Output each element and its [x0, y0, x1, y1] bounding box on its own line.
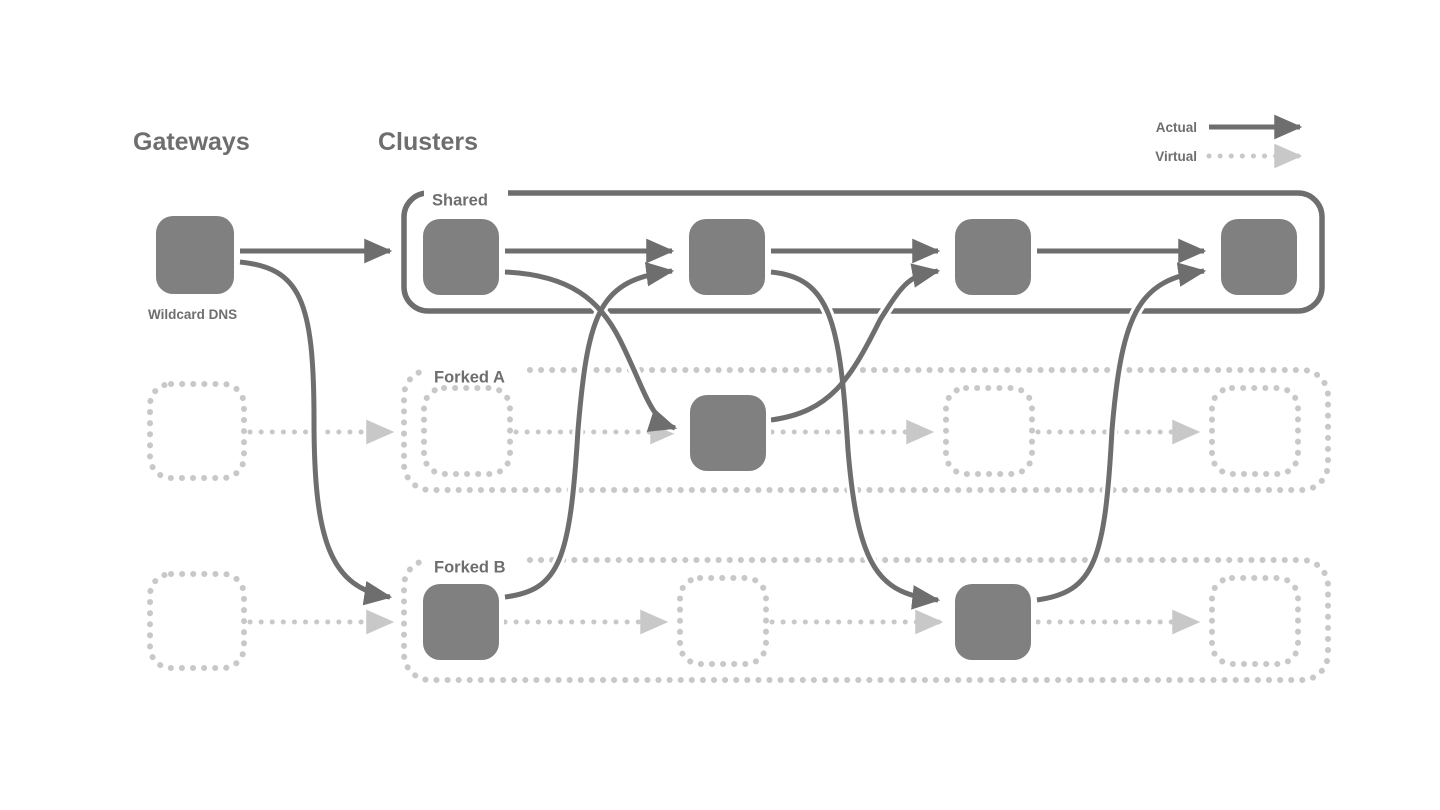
shared-node-4[interactable]: [1221, 219, 1297, 295]
shared-node-3[interactable]: [955, 219, 1031, 295]
edge-forkedA2-to-shared3-halo: [765, 265, 944, 426]
forked-a-label-gap: [426, 359, 522, 381]
forked-a-frame-halo: [398, 364, 1334, 496]
heading-clusters: Clusters: [378, 128, 478, 156]
forked-a-node-1[interactable]: [421, 385, 513, 477]
forked-a-frame: [401, 367, 1331, 493]
edge-shared2-to-forkedB3-halo: [765, 266, 944, 606]
shared-node-1[interactable]: [423, 219, 499, 295]
edge-forkedB1-to-shared2: [504, 261, 675, 600]
forked-a-node-3[interactable]: [943, 385, 1035, 477]
node-layer: [147, 211, 1302, 671]
cluster-frame-layer: [398, 182, 1334, 686]
edge-shared2-to-forkedB3: [770, 269, 941, 610]
shared-node-2[interactable]: [689, 219, 765, 295]
heading-gateways: Gateways: [133, 128, 250, 156]
gateway-virtual-a[interactable]: [147, 381, 247, 481]
cluster-label-forked-a: Forked A: [434, 368, 505, 386]
forked-a-node-4[interactable]: [1209, 385, 1301, 477]
shared-frame: [401, 190, 1325, 314]
legend-label-virtual: Virtual: [1155, 149, 1197, 164]
forked-b-label-gap: [426, 549, 522, 571]
shared-label-gap: [424, 182, 508, 204]
forked-b-node-3[interactable]: [955, 584, 1031, 660]
edge-forkedA2-to-shared3: [770, 263, 941, 423]
forked-b-node-4[interactable]: [1209, 575, 1301, 667]
edge-forkedB3-to-shared4: [1036, 262, 1207, 603]
legend-label-actual: Actual: [1156, 120, 1197, 135]
edge-shared1-to-forkedA2: [504, 269, 678, 432]
forked-b-node-2[interactable]: [677, 575, 769, 667]
edge-dns-to-forkedb1: [239, 259, 393, 606]
cluster-label-shared: Shared: [432, 191, 488, 209]
actual-edge-layer: [234, 238, 1210, 610]
wildcard-dns[interactable]: [156, 216, 234, 294]
caption-wildcard-dns: Wildcard DNS: [148, 307, 237, 322]
edge-forkedB3-to-shared4-halo: [1031, 265, 1210, 606]
forked-b-node-1[interactable]: [423, 584, 499, 660]
gateway-virtual-b[interactable]: [147, 571, 247, 671]
cluster-label-forked-b: Forked B: [434, 558, 506, 576]
forked-a-node-2[interactable]: [690, 395, 766, 471]
edge-forkedB1-to-shared2-halo: [499, 265, 678, 603]
